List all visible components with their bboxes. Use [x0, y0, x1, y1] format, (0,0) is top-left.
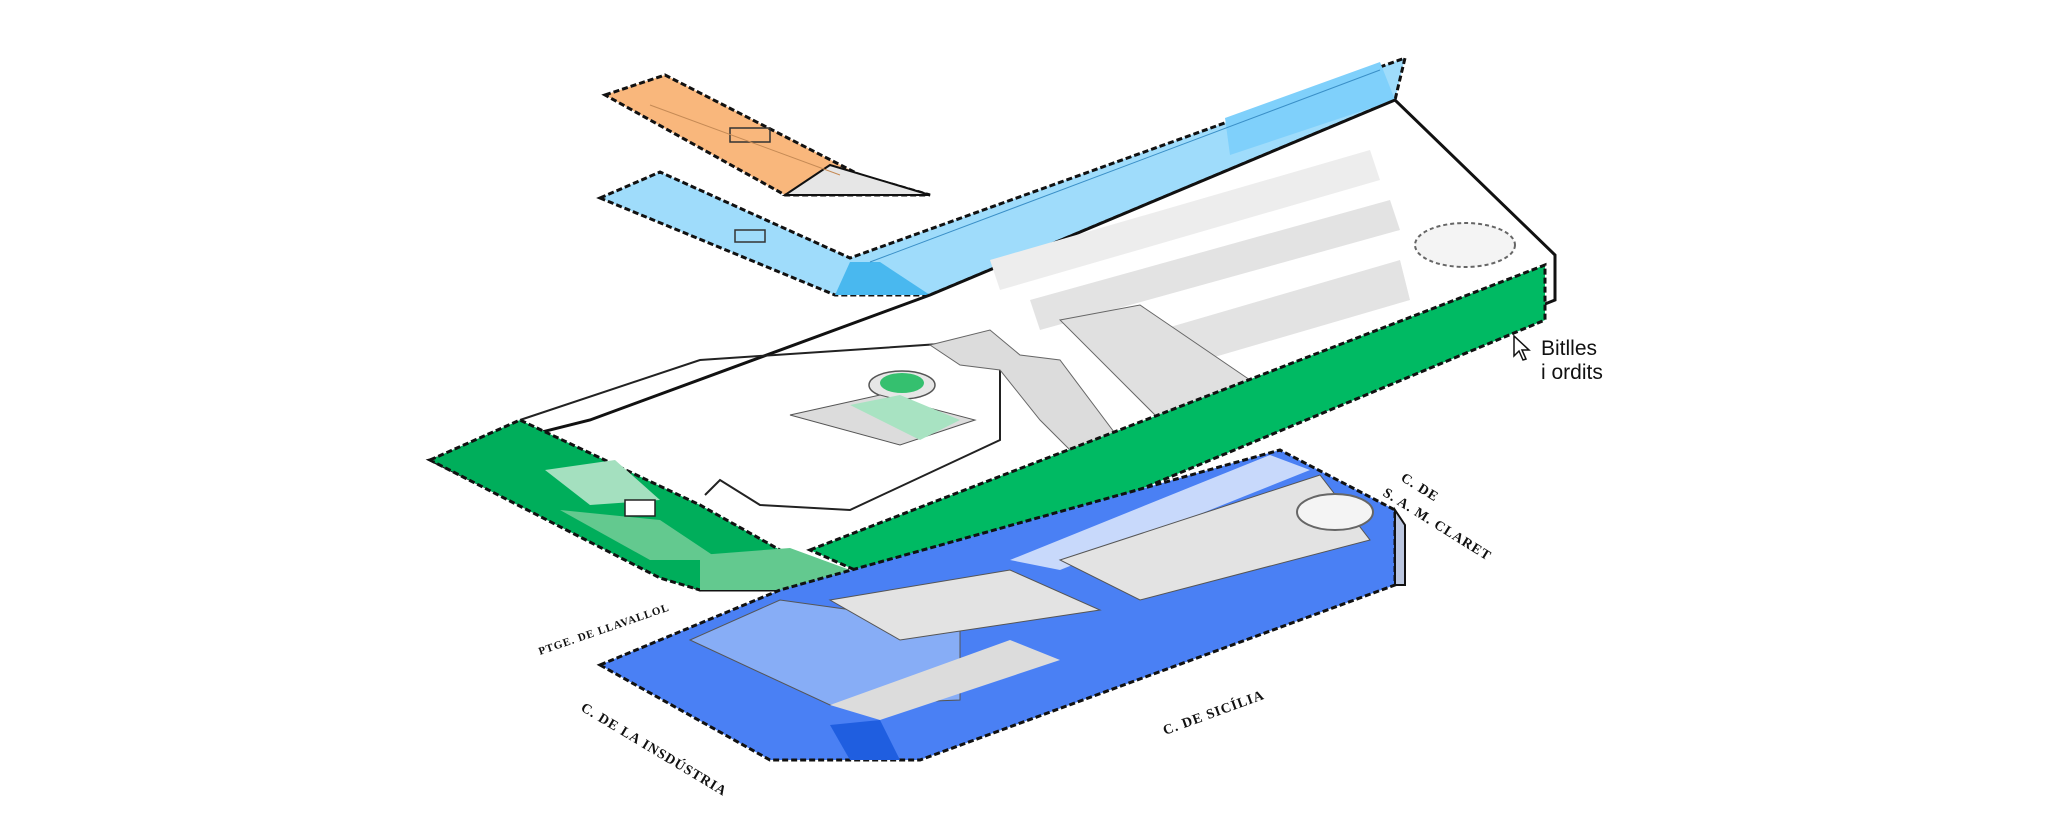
floor-upper-blue[interactable]	[596, 55, 1408, 297]
street-label-sicilia: C. DE SICÍLIA	[1161, 686, 1267, 738]
arrow-cursor-icon	[1513, 334, 1531, 361]
hover-tooltip: Bitlles i ordits	[1541, 337, 1603, 385]
floor-ground-blue[interactable]	[596, 448, 1406, 762]
hover-tooltip-line2: i ordits	[1541, 361, 1603, 384]
floor-top-orange[interactable]	[601, 73, 931, 197]
hover-tooltip-line1: Bitlles	[1541, 337, 1598, 360]
